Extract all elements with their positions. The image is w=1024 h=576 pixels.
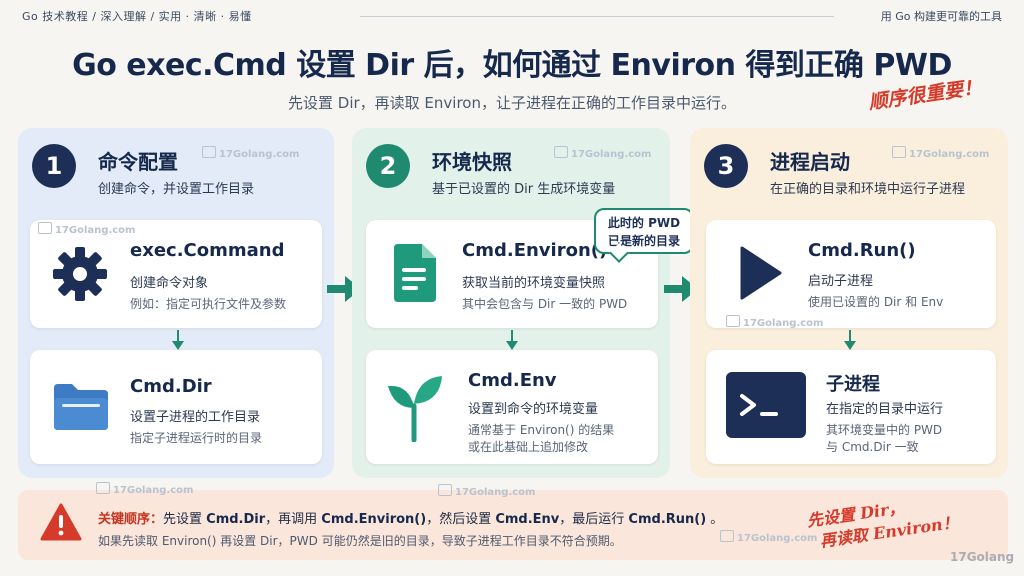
card-note: 使用已设置的 Dir 和 Env <box>808 295 944 309</box>
step-title: 环境快照 <box>432 150 512 174</box>
card-description: 创建命令对象 <box>130 276 209 291</box>
step-subtitle: 在正确的目录和环境中运行子进程 <box>770 182 966 197</box>
step-subtitle: 基于已设置的 Dir 生成环境变量 <box>432 182 616 197</box>
step-subtitle: 创建命令，并设置工作目录 <box>98 182 255 197</box>
seq-cmd-env: Cmd.Env <box>495 512 560 527</box>
play-icon <box>740 246 782 300</box>
sprout-icon <box>388 376 442 442</box>
warning-explanation: 如果先读取 Environ() 再设置 Dir，PWD 可能仍然是旧的目录，导致… <box>98 534 622 548</box>
card-title: Cmd.Run() <box>808 240 916 261</box>
card-description: 在指定的目录中运行 <box>826 402 944 417</box>
card-exec-command: exec.Command 创建命令对象 例如：指定可执行文件及参数 <box>30 220 322 328</box>
key-order-banner: 关键顺序：先设置 Cmd.Dir，再调用 Cmd.Environ()，然后设置 … <box>18 490 1008 560</box>
step-number-badge: 2 <box>366 144 410 188</box>
bubble-line-2: 已是新的目录 <box>607 234 680 248</box>
step-panel-3: 3 进程启动 在正确的目录和环境中运行子进程 Cmd.Run() 启动子进程 使… <box>690 128 1008 478</box>
card-note: 指定子进程运行时的目录 <box>130 431 263 445</box>
step-number-badge: 1 <box>32 144 76 188</box>
arrow-down-icon <box>506 330 518 350</box>
card-note: 例如：指定可执行文件及参数 <box>130 297 287 311</box>
card-note-line-1: 其环境变量中的 PWD <box>826 423 943 437</box>
document-icon <box>394 244 436 302</box>
page-subtitle: 先设置 Dir，再读取 Environ，让子进程在正确的工作目录中运行。 <box>288 94 736 112</box>
seq-text: 。 <box>706 512 724 527</box>
page-title: Go exec.Cmd 设置 Dir 后，如何通过 Environ 得到正确 P… <box>72 48 952 83</box>
bubble-line-1: 此时的 PWD <box>607 216 681 230</box>
card-note-line-2: 与 Cmd.Dir 一致 <box>826 440 919 454</box>
seq-cmd-environ: Cmd.Environ() <box>321 512 427 527</box>
header-divider <box>360 16 834 17</box>
card-cmd-env: Cmd.Env 设置到命令的环境变量 通常基于 Environ() 的结果 或在… <box>366 350 658 464</box>
card-note-line-1: 通常基于 Environ() 的结果 <box>468 423 615 437</box>
card-description: 启动子进程 <box>808 274 874 289</box>
step-panel-2: 2 环境快照 基于已设置的 Dir 生成环境变量 Cmd.Environ() 获… <box>352 128 670 478</box>
pwd-callout-bubble: 此时的 PWD 已是新的目录 <box>594 208 694 254</box>
step-panel-1: 1 命令配置 创建命令，并设置工作目录 exec.Command 创建命令对象 … <box>18 128 334 478</box>
brand-logo-text: 17Golang <box>950 550 1015 564</box>
key-order-label: 关键顺序： <box>98 512 164 527</box>
terminal-icon <box>726 372 806 438</box>
seq-text: ，然后设置 <box>426 512 496 527</box>
arrow-down-icon <box>844 330 856 350</box>
arrow-down-icon <box>172 330 184 350</box>
card-description: 设置子进程的工作目录 <box>130 410 261 425</box>
folder-icon <box>54 384 108 430</box>
watermark: 17Golang.com <box>554 146 651 160</box>
card-title: Cmd.Environ() <box>462 240 608 261</box>
card-description: 获取当前的环境变量快照 <box>462 276 606 291</box>
card-cmd-dir: Cmd.Dir 设置子进程的工作目录 指定子进程运行时的目录 <box>30 350 322 464</box>
card-cmd-run: Cmd.Run() 启动子进程 使用已设置的 Dir 和 Env <box>706 220 996 328</box>
card-note: 其中会包含与 Dir 一致的 PWD <box>462 297 628 311</box>
warning-icon <box>40 503 82 541</box>
card-title: exec.Command <box>130 240 285 261</box>
watermark: 17Golang.com <box>720 530 817 544</box>
watermark: 17Golang.com <box>202 146 299 160</box>
seq-cmd-dir: Cmd.Dir <box>206 512 266 527</box>
seq-cmd-run: Cmd.Run() <box>628 512 707 527</box>
card-description: 设置到命令的环境变量 <box>468 402 599 417</box>
watermark: 17Golang.com <box>726 315 823 329</box>
key-order-text: 关键顺序：先设置 Cmd.Dir，再调用 Cmd.Environ()，然后设置 … <box>98 508 723 527</box>
seq-text: ，最后运行 <box>559 512 629 527</box>
watermark: 17Golang.com <box>96 482 193 496</box>
seq-text: 先设置 <box>163 512 207 527</box>
breadcrumb: Go 技术教程 / 深入理解 / 实用 · 清晰 · 易懂 <box>22 10 252 23</box>
watermark: 17Golang.com <box>438 484 535 498</box>
card-child-process: 子进程 在指定的目录中运行 其环境变量中的 PWD 与 Cmd.Dir 一致 <box>706 350 996 464</box>
watermark: 17Golang.com <box>892 146 989 160</box>
step-title: 命令配置 <box>98 150 178 174</box>
card-title: 子进程 <box>826 374 880 395</box>
step-number-badge: 3 <box>704 144 748 188</box>
seq-text: ，再调用 <box>265 512 322 527</box>
card-title: Cmd.Dir <box>130 376 212 397</box>
top-bar: Go 技术教程 / 深入理解 / 实用 · 清晰 · 易懂 用 Go 构建更可靠… <box>22 6 1002 26</box>
card-title: Cmd.Env <box>468 370 557 391</box>
step-title: 进程启动 <box>770 150 850 174</box>
header-tagline: 用 Go 构建更可靠的工具 <box>880 10 1002 23</box>
watermark: 17Golang.com <box>38 222 135 236</box>
gear-icon <box>53 247 107 301</box>
card-note-line-2: 或在此基础上追加修改 <box>468 440 589 454</box>
